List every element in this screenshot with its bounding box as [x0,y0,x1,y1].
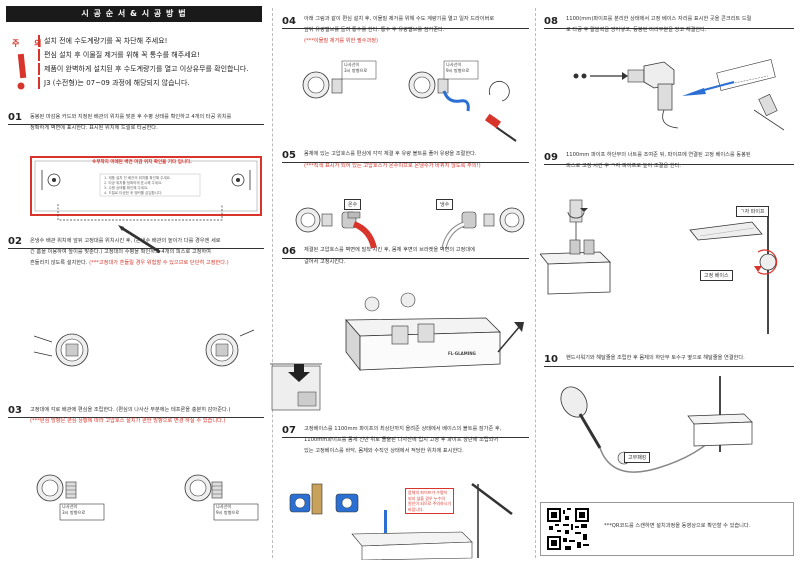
step-text: 흔들리지 않도록 설치한다. (***고정대가 흔들릴 경우 위험할 수 있으므… [30,260,229,266]
step-text: 있는 고정베이스를 바닥, 몸체와 수직인 상태에서 적당한 위치에 표시한다. [304,448,464,454]
step-number: 09 [544,152,558,163]
caution-item: 제품이 완벽하게 설치된 후 수도계량기를 열고 이상유무를 확인합니다. [38,63,249,75]
caution-item: 편심 설치 후 이물질 제거를 위해 꼭 통수를 해주세요! [38,49,200,61]
step-text: 동봉된 마감용 카드와 지정된 배관의 위치를 맞춘 후 수평 상태를 확인하고… [30,114,232,120]
step-divider [282,28,529,29]
step-text: 앞뒤 유량밸브를 돌려 통수를 한다. 통수 후 유량밸브를 잠가준다. [304,27,445,33]
step-number: 04 [282,16,296,27]
exclamation-icon [17,53,27,90]
step-text: 걸어서 고정시킨다. [304,259,346,265]
step-text: 고정베이스를 1100mm 파이프의 최상단까지 올려준 상태에서 베이스의 볼… [304,426,502,432]
qr-code-icon[interactable] [547,508,589,550]
step-divider [8,417,264,418]
caution-item: 설치 전에 수도계량기를 꼭 차단해 주세요! [38,35,167,47]
fitting-label: 나사선이 3시 방향으로 [344,62,368,73]
card-line: 3. 수평 상태를 확인해 주세요. [104,186,149,190]
step-text: 1100mm 파이프 하단부의 너트를 조여준 뒤, 파이프에 연결된 고정 베… [566,152,751,158]
fitting-label: 나사선이 9시 방향으로 [216,504,240,515]
cold-water-tag: 냉수 [436,199,454,210]
step-text: 정확하게 벽면에 표시한다. 표시된 위치에 드릴로 타공한다. [30,125,158,131]
step-number: 06 [282,246,296,257]
card-line: 1. 제품 설치 전 배관의 위치를 확인해 주세요. [104,176,171,180]
step-text: 아래 그림과 같이 편심 설치 후, 이물질 제거를 위해 수도 계량기를 열고… [304,16,495,22]
step-divider [544,164,794,165]
brand-label: FL·GLAMING [448,351,476,356]
drilling-illustration [573,59,785,131]
wall-bracket-illustration [33,329,255,367]
step-divider [282,437,529,438]
step-number: 02 [8,236,22,247]
hot-water-tag: 온수 [344,199,362,210]
hand-shower-illustration [560,376,753,473]
step-divider [8,248,264,249]
qr-caption: ***QR코드를 스캔하면 설치과정을 동영상으로 확인할 수 있습니다. [604,523,751,529]
pipe-callout: 몸체의 파이프가 수평이 되지 않을 경우 누수의 원인이 되므로 주의하시기 … [405,488,455,514]
fixed-base-label: 고정 베이스 [700,270,733,281]
step-text: 고정대에 각로 배관에 편심을 조립한다. (편심의 나사산 부분에는 테프론을… [30,407,231,413]
hose-connection-illustration [295,207,525,249]
step-text-warning: (***편심 방향은 편심 상황에 따라 고압호스 설치가 편한 방향으로 변경… [30,418,226,424]
fitting-label: 나사선이 9시 방향으로 [446,62,470,73]
step-divider [282,162,529,163]
step-text: 긴 홈을 이용하여 높이를 맞춘다.) 고정대의 수평을 확인하고 4개의 피스… [30,249,211,255]
step-text: 피스로 고정 시킨 후 ㄱ자 파이프로 높이 조절을 한다. [566,163,682,169]
step-text: 온냉수 배관 위치에 앞뒤 고정대를 위치시킨 후, (온냉수 배관의 높이가 … [30,238,221,244]
caution-item: J3 (수전형)는 07~09 과정에 해당되지 않습니다. [38,77,190,89]
qr-section [540,502,794,556]
fitting-label: 나사선이 3시 방향으로 [62,504,86,515]
step-number: 05 [282,150,296,161]
step-number: 01 [8,112,22,123]
card-title: ※부착지 마례된 벽면 마감 위치 확인을 기타 입니다. [92,160,192,165]
step-text-warning: (***이물질 제거를 위한 필수과정) [304,38,379,44]
eccentric-fitting-illustration [36,474,259,521]
step-text: 로 타공 후 칼블럭을 망어넣고, 동봉된 머리부분을 망고 체결한다. [566,27,707,33]
step-number: 08 [544,16,558,27]
shower-pipe-illustration [540,199,778,334]
card-line: 4. 드릴로 타공한 후 앵커를 삽입합니다. [104,191,163,195]
mounting-card-diagram [30,156,262,216]
card-line: 2. 타공 위치를 정확하게 표시해 주세요. [104,181,163,185]
angle-pipe-label: ㄱ자 파이프 [736,206,769,217]
step-text: 핸드샤워기와 해달줄을 조립한 후 몸체의 하단부 토수구 옆으로 해달줄을 연… [566,355,745,361]
holder-label: 고무패킹 [624,452,651,463]
step-text: 1100mm파이프를 몸체 선반 위로 돌출된 나사산에 입시 고정 후 파이프… [304,437,499,443]
column-divider [535,8,536,558]
step-number: 03 [8,405,22,416]
step-text: 1100(mm)파이프를 분리한 상태에서 고정 베이스 자리를 표시한 곳을 … [566,16,752,22]
step-number: 07 [282,425,296,436]
step-text-warning: (***직색 표시가 되어 있는 고압호스가 온수이므로 온냉수가 바뀌지 않도… [304,163,481,169]
step-text: 몸체에 있는 고압호스를 편심에 각각 체결 후 유량 볼트를 풀어 유량을 조… [304,151,477,157]
column-divider [272,8,273,558]
step-divider [8,124,264,125]
step-divider [544,28,794,29]
step-divider [282,258,529,259]
pipe-base-illustration [289,483,513,560]
flushing-illustration [302,60,517,142]
caution-label: 주 의 [12,39,48,48]
step-text: 체결된 고압호스를 벽면에 밀착 시킨 후, 몸체 후면의 브라켓을 벽면의 고… [304,247,475,253]
page-title: 시 공 순 서 & 시 공 방 법 [6,6,262,22]
step-divider [544,366,794,367]
step-number: 10 [544,354,558,365]
mount-body-illustration [270,292,524,411]
